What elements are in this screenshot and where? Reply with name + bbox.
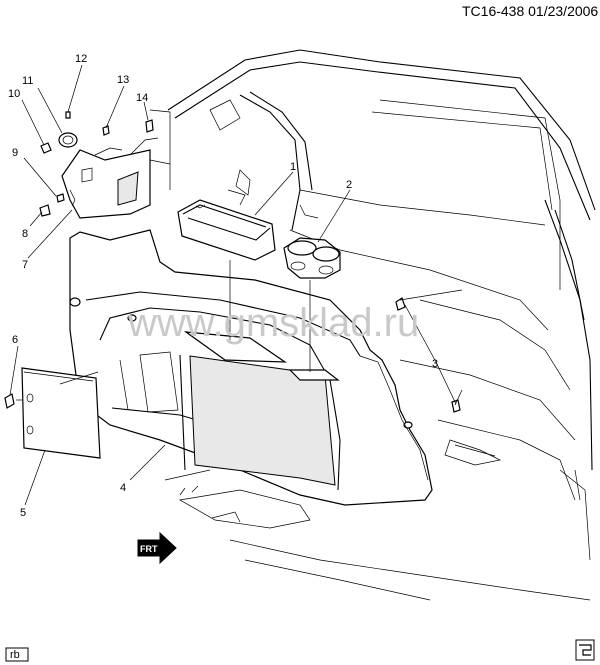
callout-4: 4	[120, 482, 126, 494]
installation-guide-lines	[16, 109, 463, 406]
callout-12: 12	[75, 53, 87, 65]
callout-numbers: 1 2 3 4 5 6 7 8 9 10 11 12 13 14	[8, 53, 438, 519]
diagram-reference-code: TC16-438 01/23/2006	[462, 3, 599, 19]
publisher-logo-icon	[575, 639, 595, 661]
callout-8: 8	[22, 228, 28, 240]
access-cover	[21, 367, 101, 459]
callout-3: 3	[432, 358, 438, 370]
callout-2: 2	[346, 179, 352, 191]
corner-code: rb	[5, 647, 29, 662]
leader-lines	[9, 64, 457, 506]
storage-tray	[177, 199, 276, 261]
callout-13: 13	[117, 74, 129, 86]
callout-10: 10	[8, 88, 20, 100]
callout-5: 5	[20, 507, 26, 519]
quarter-trim-panel	[69, 229, 433, 506]
direction-badge-label: FRT	[140, 544, 158, 554]
callout-1: 1	[290, 161, 296, 173]
vehicle-body-frame	[167, 49, 596, 561]
cup-holder	[283, 237, 341, 279]
callout-14: 14	[136, 92, 148, 104]
small-fasteners	[4, 111, 461, 413]
forward-direction-arrow: FRT	[137, 531, 177, 565]
corner-code-label: rb	[10, 649, 20, 661]
cargo-floor	[164, 469, 591, 601]
callout-9: 9	[12, 147, 18, 159]
upper-trim-panel	[61, 137, 159, 219]
callout-6: 6	[12, 334, 18, 346]
callout-7: 7	[22, 259, 28, 271]
callout-11: 11	[22, 75, 33, 87]
watermark: www.gmsklad.ru	[127, 301, 419, 345]
